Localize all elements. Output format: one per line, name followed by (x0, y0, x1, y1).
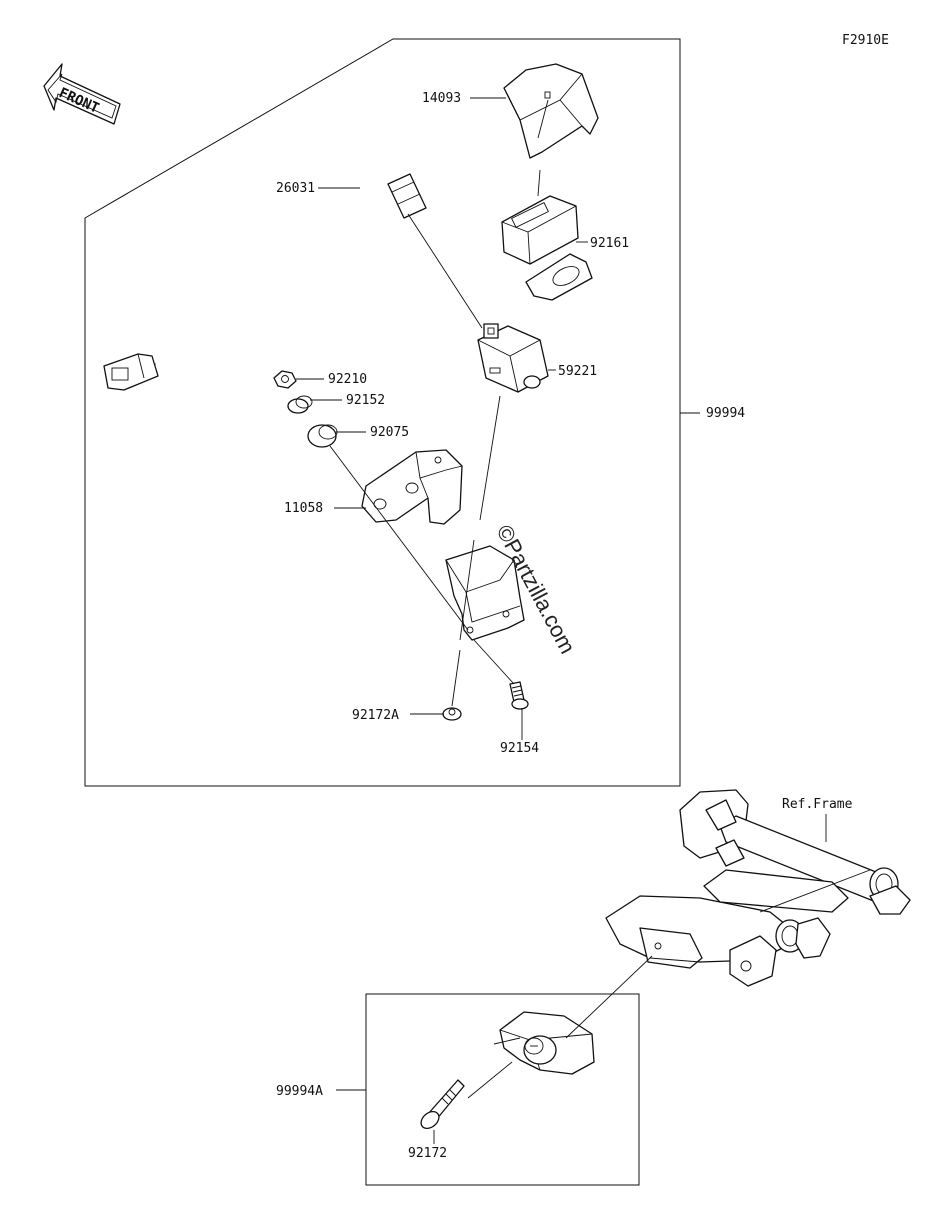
kit-99994a-boundary (365, 993, 640, 1186)
collar-92152 (287, 395, 313, 414)
nut-92210 (273, 370, 297, 389)
bracket-lower (445, 545, 525, 641)
label-ref-frame: Ref.Frame (782, 797, 853, 812)
label-92210: 92210 (328, 372, 367, 387)
lock-assembly (493, 1011, 595, 1075)
label-92172: 92172 (408, 1146, 447, 1161)
label-92075: 92075 (370, 425, 409, 440)
bolt-92154 (509, 681, 529, 710)
label-11058: 11058 (284, 501, 323, 516)
label-59221: 59221 (558, 364, 597, 379)
label-leaders (296, 97, 700, 740)
screw-92172a (442, 707, 462, 721)
harness-26031 (103, 155, 427, 391)
leader-lock-frame (565, 955, 653, 1039)
label-92172a: 92172A (352, 708, 399, 723)
bracket-11058 (361, 449, 463, 525)
holder-92161 (501, 195, 593, 301)
front-arrow-icon: FRONT (43, 63, 121, 125)
screw-92172 (420, 1079, 465, 1130)
label-99994: 99994 (706, 406, 745, 421)
label-92161: 92161 (590, 236, 629, 251)
label-92152: 92152 (346, 393, 385, 408)
kit-99994-boundary (84, 38, 681, 787)
label-14093: 14093 (422, 91, 461, 106)
label-92154: 92154 (500, 741, 539, 756)
cover-14093 (503, 63, 599, 159)
grommet-92075 (307, 424, 338, 448)
assembly-lines (329, 99, 549, 707)
figure-code: F2910E (842, 33, 889, 48)
label-99994a: 99994A (276, 1084, 323, 1099)
label-26031: 26031 (276, 181, 315, 196)
reference-frame (605, 789, 911, 987)
leader-screw-lock (467, 1061, 513, 1099)
module-59221 (477, 323, 549, 393)
